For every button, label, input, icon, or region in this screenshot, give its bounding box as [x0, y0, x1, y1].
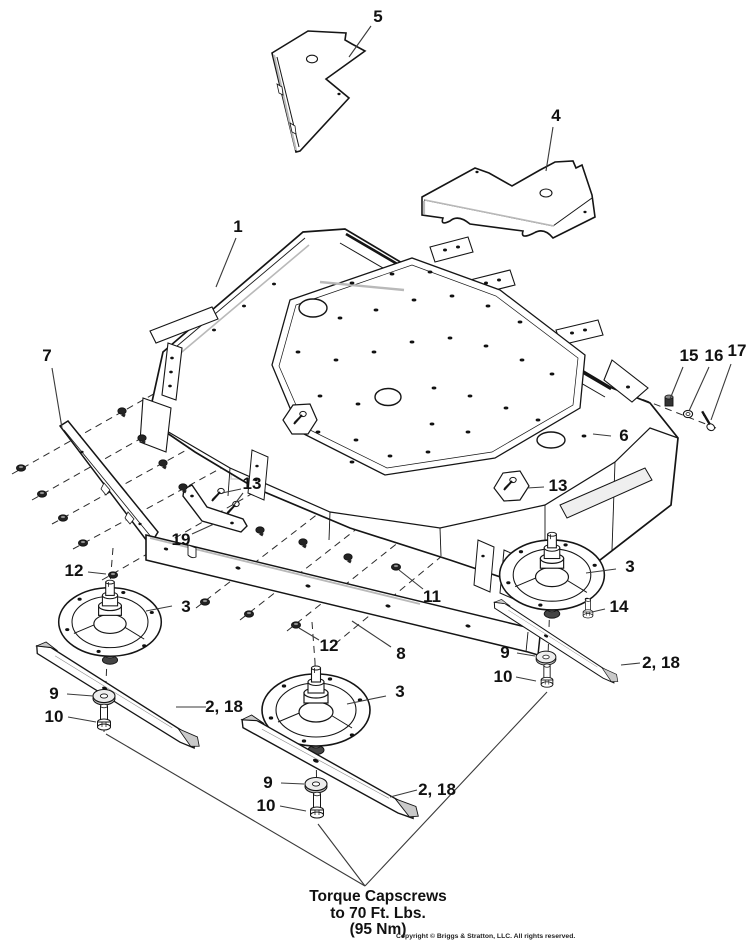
blade-bolt-right — [540, 663, 554, 688]
torque-note-line2: to 70 Ft. Lbs. — [330, 904, 426, 922]
bracket-part19 — [182, 484, 248, 533]
torque-note-line3: (95 Nm) — [349, 921, 407, 938]
screw-13-b — [226, 500, 241, 515]
torque-note-leader-lines — [105, 691, 548, 887]
baffle-strip-part7 — [58, 420, 159, 547]
copyright-notice: Copyright © Briggs & Stratton, LLC. All … — [396, 933, 576, 940]
blade-washer-middle — [304, 776, 328, 794]
screw-13-a — [211, 487, 226, 502]
spindle-assembly-left — [57, 579, 163, 666]
blade-bolt-left — [97, 703, 111, 731]
callout-leader-lines — [51, 25, 732, 812]
mower-deck-weldment-part1 — [139, 228, 679, 601]
torque-note: Torque Capscrews to 70 Ft. Lbs. (95 Nm) — [309, 888, 447, 939]
blade-washer-left — [92, 688, 116, 706]
belt-cover-left-part5 — [271, 30, 367, 153]
torque-note-line1: Torque Capscrews — [309, 888, 447, 905]
blade-washer-right — [535, 650, 557, 666]
blade-bolt-middle — [310, 791, 324, 819]
belt-cover-right-part4 — [421, 160, 596, 240]
hardware-15-16-17 — [664, 394, 716, 432]
